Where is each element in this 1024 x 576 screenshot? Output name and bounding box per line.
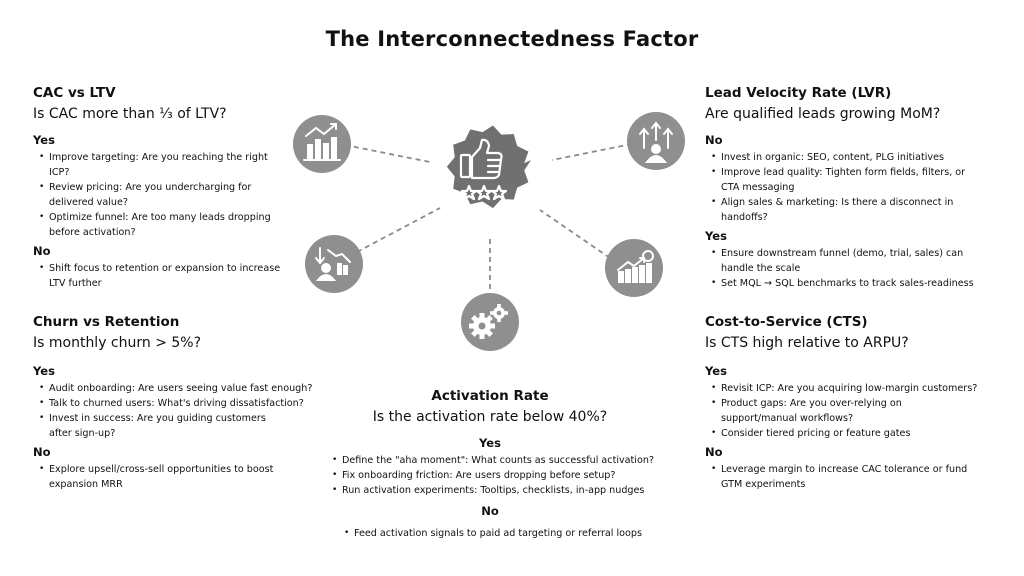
chart-down-user-icon [315,247,351,281]
page-title: The Interconnectedness Factor [325,27,699,51]
list-item: Explore upsell/cross-sell opportunities … [33,462,283,492]
section-heading: Activation Rate [431,388,549,404]
gears-icon [469,304,508,339]
list-item: Invest in organic: SEO, content, PLG ini… [705,150,995,165]
list-item: Run activation experiments: Tooltips, ch… [326,483,654,498]
section-heading: CAC vs LTV [33,85,116,101]
section-heading: Lead Velocity Rate (LVR) [705,85,892,101]
section-question: Are qualified leads growing MoM? [705,106,941,122]
node-cac [293,115,351,173]
section-cac: CAC vs LTV Is CAC more than ⅓ of LTV? Ye… [33,85,283,295]
group-label: No [33,445,51,459]
group-label: No [705,445,723,459]
item-list: Audit onboarding: Are users seeing value… [33,381,323,441]
list-item: Optimize funnel: Are too many leads drop… [33,210,283,240]
list-item: Fix onboarding friction: Are users dropp… [326,468,654,483]
item-list: Invest in organic: SEO, content, PLG ini… [705,150,995,225]
list-item: Improve lead quality: Tighten form field… [705,165,980,195]
item-list: Revisit ICP: Are you acquiring low-margi… [705,381,995,441]
group-label: No [481,504,499,518]
section-lvr: Lead Velocity Rate (LVR) Are qualified l… [705,85,995,295]
connector-lvr [551,143,633,161]
item-list: Explore upsell/cross-sell opportunities … [33,462,323,492]
item-list: Ensure downstream funnel (demo, trial, s… [705,246,995,291]
list-item: Ensure downstream funnel (demo, trial, s… [705,246,995,276]
list-item: Invest in success: Are you guiding custo… [33,411,283,441]
list-item: Product gaps: Are you over-relying on su… [705,396,975,426]
list-item: Define the "aha moment": What counts as … [326,453,654,468]
item-list: Feed activation signals to paid ad targe… [338,526,642,541]
section-question: Is the activation rate below 40%? [372,409,608,425]
connector-churn [356,207,441,253]
node-cts [605,239,663,297]
item-list: Define the "aha moment": What counts as … [326,453,654,498]
list-item: Align sales & marketing: Is there a disc… [705,195,955,225]
section-heading: Churn vs Retention [33,314,180,330]
thumbs-up-rating-icon [459,138,508,201]
section-question: Is monthly churn > 5%? [33,335,202,351]
section-cts: Cost-to-Service (CTS) Is CTS high relati… [705,314,995,496]
list-item: Leverage margin to increase CAC toleranc… [705,462,985,492]
group-label: No [705,133,723,147]
hub-node [446,125,531,209]
list-item: Feed activation signals to paid ad targe… [338,526,642,541]
list-item: Consider tiered pricing or feature gates [705,426,995,441]
list-item: Shift focus to retention or expansion to… [33,261,283,291]
section-activation: Activation Rate Is the activation rate b… [320,388,660,545]
connector-cts [539,209,611,259]
group-label: Yes [479,436,501,450]
list-item: Audit onboarding: Are users seeing value… [33,381,323,396]
connector-cac [344,144,431,163]
list-item: Revisit ICP: Are you acquiring low-margi… [705,381,995,396]
group-label: Yes [705,229,727,243]
section-churn: Churn vs Retention Is monthly churn > 5%… [33,314,323,496]
coin-growth-chart-icon [617,250,654,283]
group-label: Yes [33,133,55,147]
list-item: Improve targeting: Are you reaching the … [33,150,283,180]
section-heading: Cost-to-Service (CTS) [705,314,868,330]
list-item: Talk to churned users: What's driving di… [33,396,323,411]
list-item: Set MQL → SQL benchmarks to track sales-… [705,276,995,291]
list-item: Review pricing: Are you undercharging fo… [33,180,283,210]
bar-chart-up-icon [303,123,341,161]
section-question: Is CAC more than ⅓ of LTV? [33,106,227,122]
group-label: Yes [705,364,727,378]
node-activation [461,293,519,351]
item-list: Improve targeting: Are you reaching the … [33,150,283,240]
group-label: No [33,244,51,258]
item-list: Shift focus to retention or expansion to… [33,261,283,291]
node-lvr [627,112,685,170]
arrows-up-user-icon [639,121,673,163]
node-churn [305,235,363,293]
group-label: Yes [33,364,55,378]
item-list: Leverage margin to increase CAC toleranc… [705,462,995,492]
section-question: Is CTS high relative to ARPU? [705,335,909,351]
